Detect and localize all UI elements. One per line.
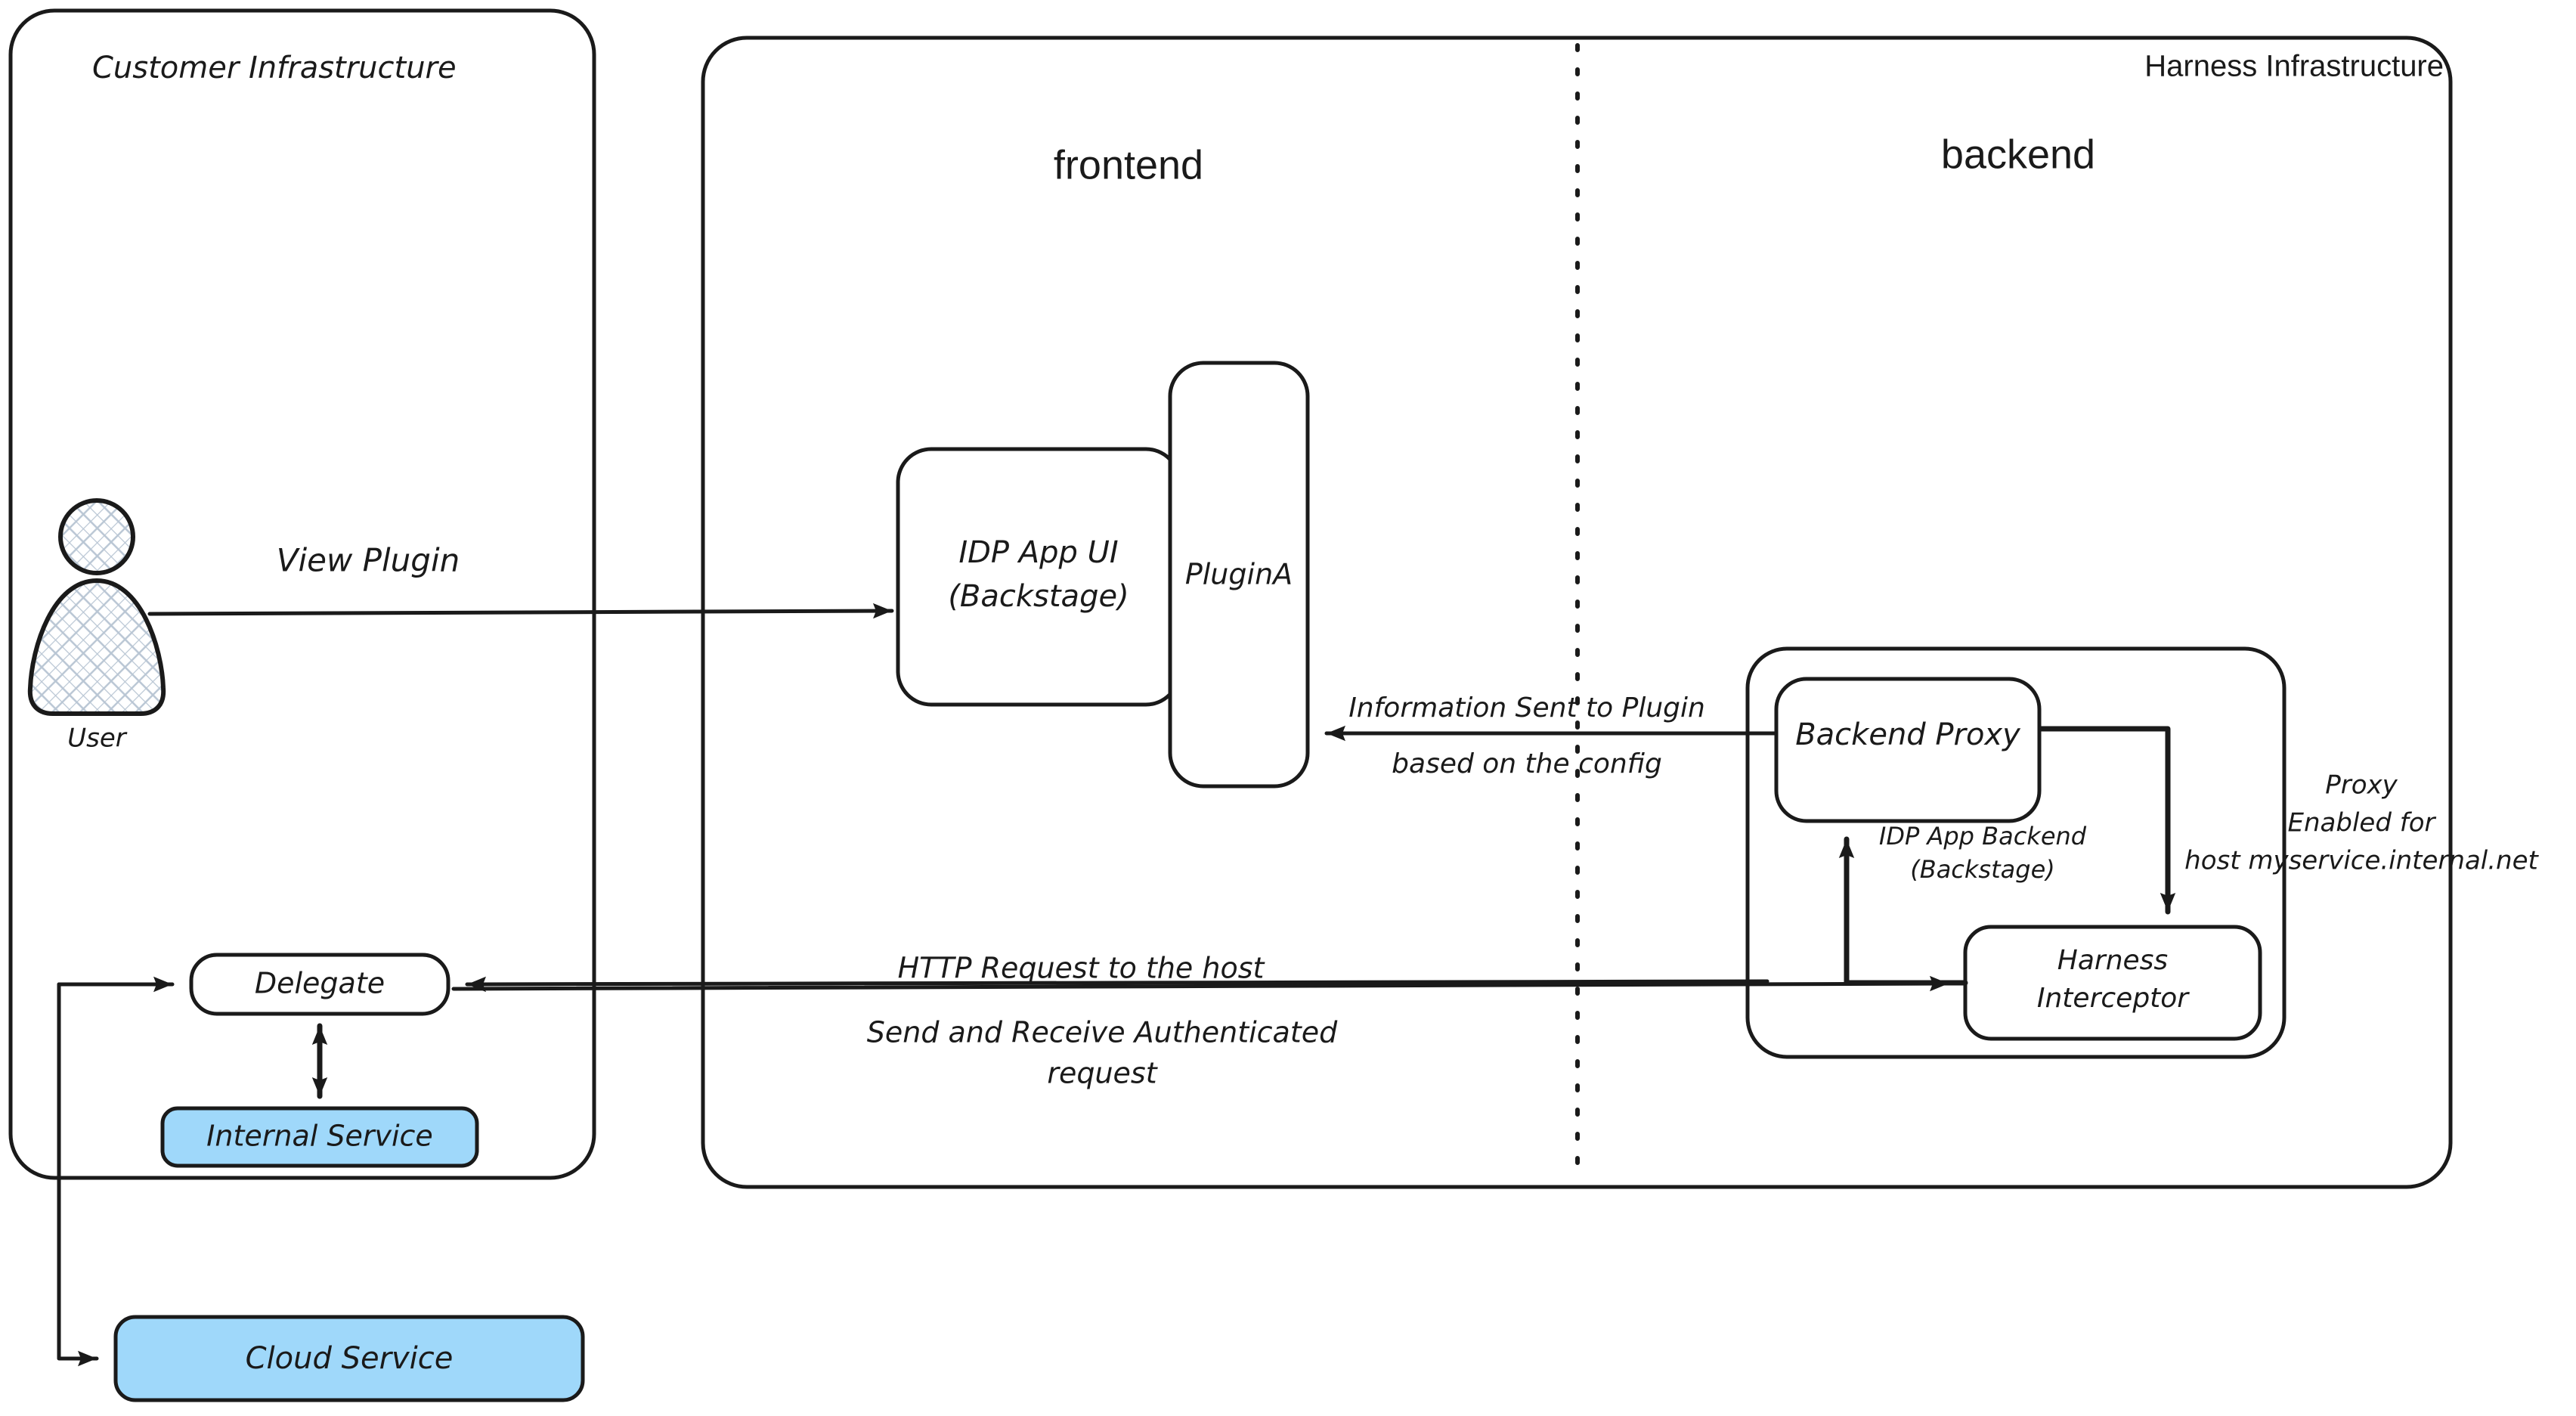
info-to-plugin-line2: based on the config (1392, 748, 1662, 779)
node-internal-service[interactable]: Internal Service (160, 1106, 479, 1168)
internal-service-label: Internal Service (206, 1120, 433, 1153)
edge-cloud-service-branch (57, 976, 175, 1367)
harness-infrastructure-title: Harness Infrastructure (2144, 50, 2444, 83)
node-backend-proxy[interactable]: Backend Proxy (1774, 677, 2042, 823)
proxy-to-interceptor-arrow (2038, 726, 2176, 915)
idp-app-ui-label-line2: (Backstage) (948, 579, 1129, 614)
customer-infrastructure-title: Customer Infrastructure (92, 51, 457, 85)
harness-interceptor-label-line1: Harness (2057, 945, 2168, 976)
proxy-enabled-line1: Proxy (2325, 770, 2398, 801)
idp-app-backend-label-line2: (Backstage) (1910, 855, 2054, 884)
zone-label-frontend: frontend (1054, 142, 1203, 187)
user-label: User (67, 723, 128, 754)
user-actor: User (27, 498, 166, 754)
http-request-label: HTTP Request to the host (898, 952, 1266, 985)
node-delegate[interactable]: Delegate (189, 953, 450, 1016)
idp-app-backend-label-line1: IDP App Backend (1879, 822, 2087, 851)
edge-info-to-plugin: Information Sent to Plugin based on the … (1324, 693, 1779, 779)
branch-to-cloud-service-arrow (57, 982, 99, 1367)
authenticated-request-line2: request (1047, 1057, 1158, 1090)
node-harness-interceptor[interactable]: Harness Interceptor (1963, 925, 2262, 1041)
authenticated-request-arrow (451, 975, 1951, 992)
node-cloud-service[interactable]: Cloud Service (113, 1315, 585, 1402)
backend-proxy-label: Backend Proxy (1795, 717, 2021, 752)
customer-infrastructure-container: Customer Infrastructure (8, 8, 596, 1180)
view-plugin-arrow (147, 603, 894, 619)
plugin-a-label: PluginA (1185, 558, 1293, 591)
customer-infrastructure-border (8, 8, 596, 1180)
harness-interceptor-label-line2: Interceptor (2037, 983, 2190, 1014)
authenticated-request-line1: Send and Receive Authenticated (867, 1016, 1338, 1049)
info-to-plugin-line1: Information Sent to Plugin (1348, 693, 1705, 723)
plugin-a-box[interactable] (1168, 361, 1310, 789)
user-actor-icon (27, 498, 166, 716)
idp-app-ui-label-line1: IDP App UI (958, 535, 1118, 570)
view-plugin-label: View Plugin (277, 542, 460, 579)
node-plugin-a[interactable]: PluginA (1168, 361, 1310, 789)
backend-proxy-box[interactable] (1774, 677, 2042, 823)
edge-authenticated-request: Send and Receive Authenticated request (451, 975, 1951, 1090)
proxy-enabled-line2: Enabled for (2288, 808, 2437, 838)
http-request-arrow (465, 976, 1769, 993)
edge-http-request: HTTP Request to the host (465, 952, 1769, 993)
annotation-proxy-enabled: Proxy Enabled for host myservice.interna… (2184, 770, 2539, 876)
cloud-service-box[interactable] (113, 1315, 585, 1402)
edge-proxy-to-interceptor (2038, 726, 2176, 915)
node-idp-app-ui[interactable]: IDP App UI (Backstage) (896, 447, 1181, 707)
internal-service-box[interactable] (160, 1106, 479, 1168)
idp-app-ui-box[interactable] (896, 447, 1181, 707)
proxy-enabled-line3: host myservice.internal.net (2184, 846, 2539, 876)
delegate-label: Delegate (255, 967, 385, 1000)
cloud-service-label: Cloud Service (246, 1341, 454, 1376)
zone-label-backend: backend (1941, 132, 2095, 177)
edge-view-plugin: View Plugin (147, 542, 894, 619)
delegate-box[interactable] (189, 953, 450, 1016)
